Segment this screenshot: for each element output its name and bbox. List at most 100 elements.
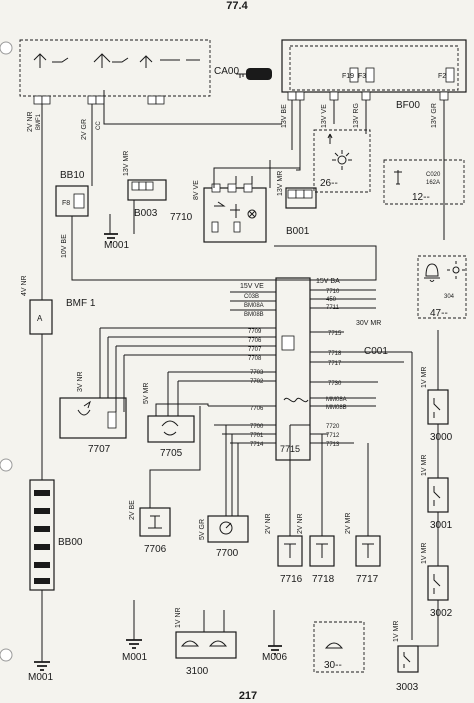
c7705-conn-label: 5V MR bbox=[143, 383, 150, 404]
fuse-f8 bbox=[73, 193, 85, 209]
c7700-label: 7700 bbox=[216, 548, 239, 559]
c3002-conn-label: 1V MR bbox=[421, 543, 428, 564]
c3003-label: 3003 bbox=[396, 682, 419, 693]
wire-7709-label: 7709 bbox=[248, 329, 262, 335]
fuse-f2 bbox=[445, 67, 455, 83]
reference-box-12 bbox=[383, 159, 465, 205]
svg-text:A: A bbox=[37, 314, 43, 323]
wire-bm08a-label: BM08A bbox=[244, 303, 264, 309]
binder-hole bbox=[0, 41, 13, 55]
fuse-f19-label: F19 bbox=[342, 73, 354, 80]
m001-b-label: M001 bbox=[122, 652, 147, 663]
door-switch-3002 bbox=[427, 565, 449, 601]
sensor-7717 bbox=[355, 535, 381, 567]
wire-7720-label: 7720 bbox=[326, 424, 340, 430]
fuse-f2-label: F2 bbox=[438, 73, 446, 80]
wire-7707-label: 7707 bbox=[248, 347, 262, 353]
control-unit-7715 bbox=[275, 277, 311, 461]
wire-7700-label: 7700 bbox=[250, 424, 264, 430]
switch-3100 bbox=[175, 631, 237, 659]
wire-7708-label: 7708 bbox=[248, 356, 262, 362]
wire-c020-label: C020 bbox=[426, 172, 441, 178]
wire-7717-label: 7717 bbox=[328, 361, 342, 367]
c3000-label: 3000 bbox=[430, 432, 453, 443]
wire-7706a-label: 7706 bbox=[248, 338, 262, 344]
m006-label: M006 bbox=[262, 652, 287, 663]
c7705-label: 7705 bbox=[160, 448, 183, 459]
fuse-f8-label: F8 bbox=[62, 200, 70, 207]
connector-b001 bbox=[285, 187, 317, 209]
wire-7702-label: 7702 bbox=[250, 379, 264, 385]
section-number: 77.4 bbox=[226, 0, 248, 12]
b003-label: B003 bbox=[134, 208, 158, 219]
ground-symbol bbox=[34, 661, 50, 671]
ca00-conn2-label: 2V GR bbox=[81, 119, 88, 140]
sensor-7700 bbox=[207, 515, 249, 543]
ground-symbol bbox=[268, 645, 282, 655]
wire-450-label: 450 bbox=[326, 297, 337, 303]
c3000-conn-label: 1V MR bbox=[421, 367, 428, 388]
ecu-ve-conn-label: 15V VE bbox=[240, 283, 264, 290]
ref-30-label: 30-- bbox=[324, 660, 342, 671]
ground-symbol bbox=[104, 233, 118, 243]
m001-c-label: M001 bbox=[28, 672, 53, 683]
relay-7710 bbox=[203, 183, 267, 243]
b001-label: B001 bbox=[286, 226, 310, 237]
fuse-f19 bbox=[349, 67, 359, 83]
c7718-label: 7718 bbox=[312, 574, 335, 585]
bb10-label: BB10 bbox=[60, 170, 85, 181]
bb00-label: BB00 bbox=[58, 537, 83, 548]
m001-a-label: M001 bbox=[104, 240, 129, 251]
wire-c03b-label: C03B bbox=[244, 294, 259, 300]
bf00-label: BF00 bbox=[396, 100, 420, 111]
reference-box-30 bbox=[313, 621, 365, 673]
door-switch-3003 bbox=[397, 645, 419, 673]
b001-conn-label: 13V MR bbox=[277, 171, 284, 196]
binder-hole bbox=[0, 648, 13, 662]
ref-12-label: 12-- bbox=[412, 192, 430, 203]
ground-symbol bbox=[126, 639, 142, 649]
c7706-conn-label: 2V BE bbox=[129, 500, 136, 520]
wire-7713-label: 7713 bbox=[326, 442, 340, 448]
c001-conn-label: 30V MR bbox=[356, 320, 381, 327]
c3003-conn-label: 1V MR bbox=[393, 621, 400, 642]
c7710-label: 7710 bbox=[170, 212, 193, 223]
wire-mm08a-label: MM08A bbox=[326, 397, 347, 403]
sensor-7718 bbox=[309, 535, 335, 567]
door-switch-3000 bbox=[427, 389, 449, 425]
bf00-conn-gr: 13V GR bbox=[431, 103, 438, 128]
wire-7710-label: 7710 bbox=[326, 289, 340, 295]
reference-box-26 bbox=[313, 129, 371, 193]
reference-box-47 bbox=[417, 255, 467, 319]
bmf1-label: BMF 1 bbox=[66, 298, 96, 309]
ref-26-label: 26-- bbox=[320, 178, 338, 189]
wire-7715-label: 7715 bbox=[328, 331, 342, 337]
fuse-f3-label: F3 bbox=[358, 73, 366, 80]
wire-mm08b-label: MM08B bbox=[326, 405, 347, 411]
c7706-label: 7706 bbox=[144, 544, 167, 555]
ref-47-label: 47-- bbox=[430, 308, 448, 319]
fuse-holder-bb10 bbox=[55, 185, 89, 217]
wire-7701-label: 7701 bbox=[250, 433, 264, 439]
wire-304-label: 304 bbox=[444, 294, 455, 300]
connector-b003 bbox=[127, 179, 167, 201]
c7717-conn-label: 2V MR bbox=[345, 513, 352, 534]
c3100-label: 3100 bbox=[186, 666, 209, 677]
sensor-7716 bbox=[277, 535, 303, 567]
c3001-conn-label: 1V MR bbox=[421, 455, 428, 476]
b003-conn-label: 13V MR bbox=[123, 151, 130, 176]
c7718-conn-label: 2V NR bbox=[297, 513, 304, 534]
c7707-label: 7707 bbox=[88, 444, 111, 455]
bf00-conn-rg: 13V RG bbox=[353, 103, 360, 128]
c7716-label: 7716 bbox=[280, 574, 303, 585]
wire-7730-label: 7730 bbox=[328, 381, 342, 387]
fuse-bmf1: A bbox=[29, 299, 53, 335]
fuse-box-bf00 bbox=[281, 39, 467, 101]
bb10-conn-label: 10V BE bbox=[61, 234, 68, 258]
bf00-conn-ve: 13V VE bbox=[321, 104, 328, 128]
ecu-top-conn-label: 15V BA bbox=[316, 278, 340, 285]
sensor-7705 bbox=[147, 415, 195, 443]
ignition-switch-ca00: CA00 bbox=[19, 39, 272, 105]
c7710-conn-label: 8V VE bbox=[193, 180, 200, 200]
